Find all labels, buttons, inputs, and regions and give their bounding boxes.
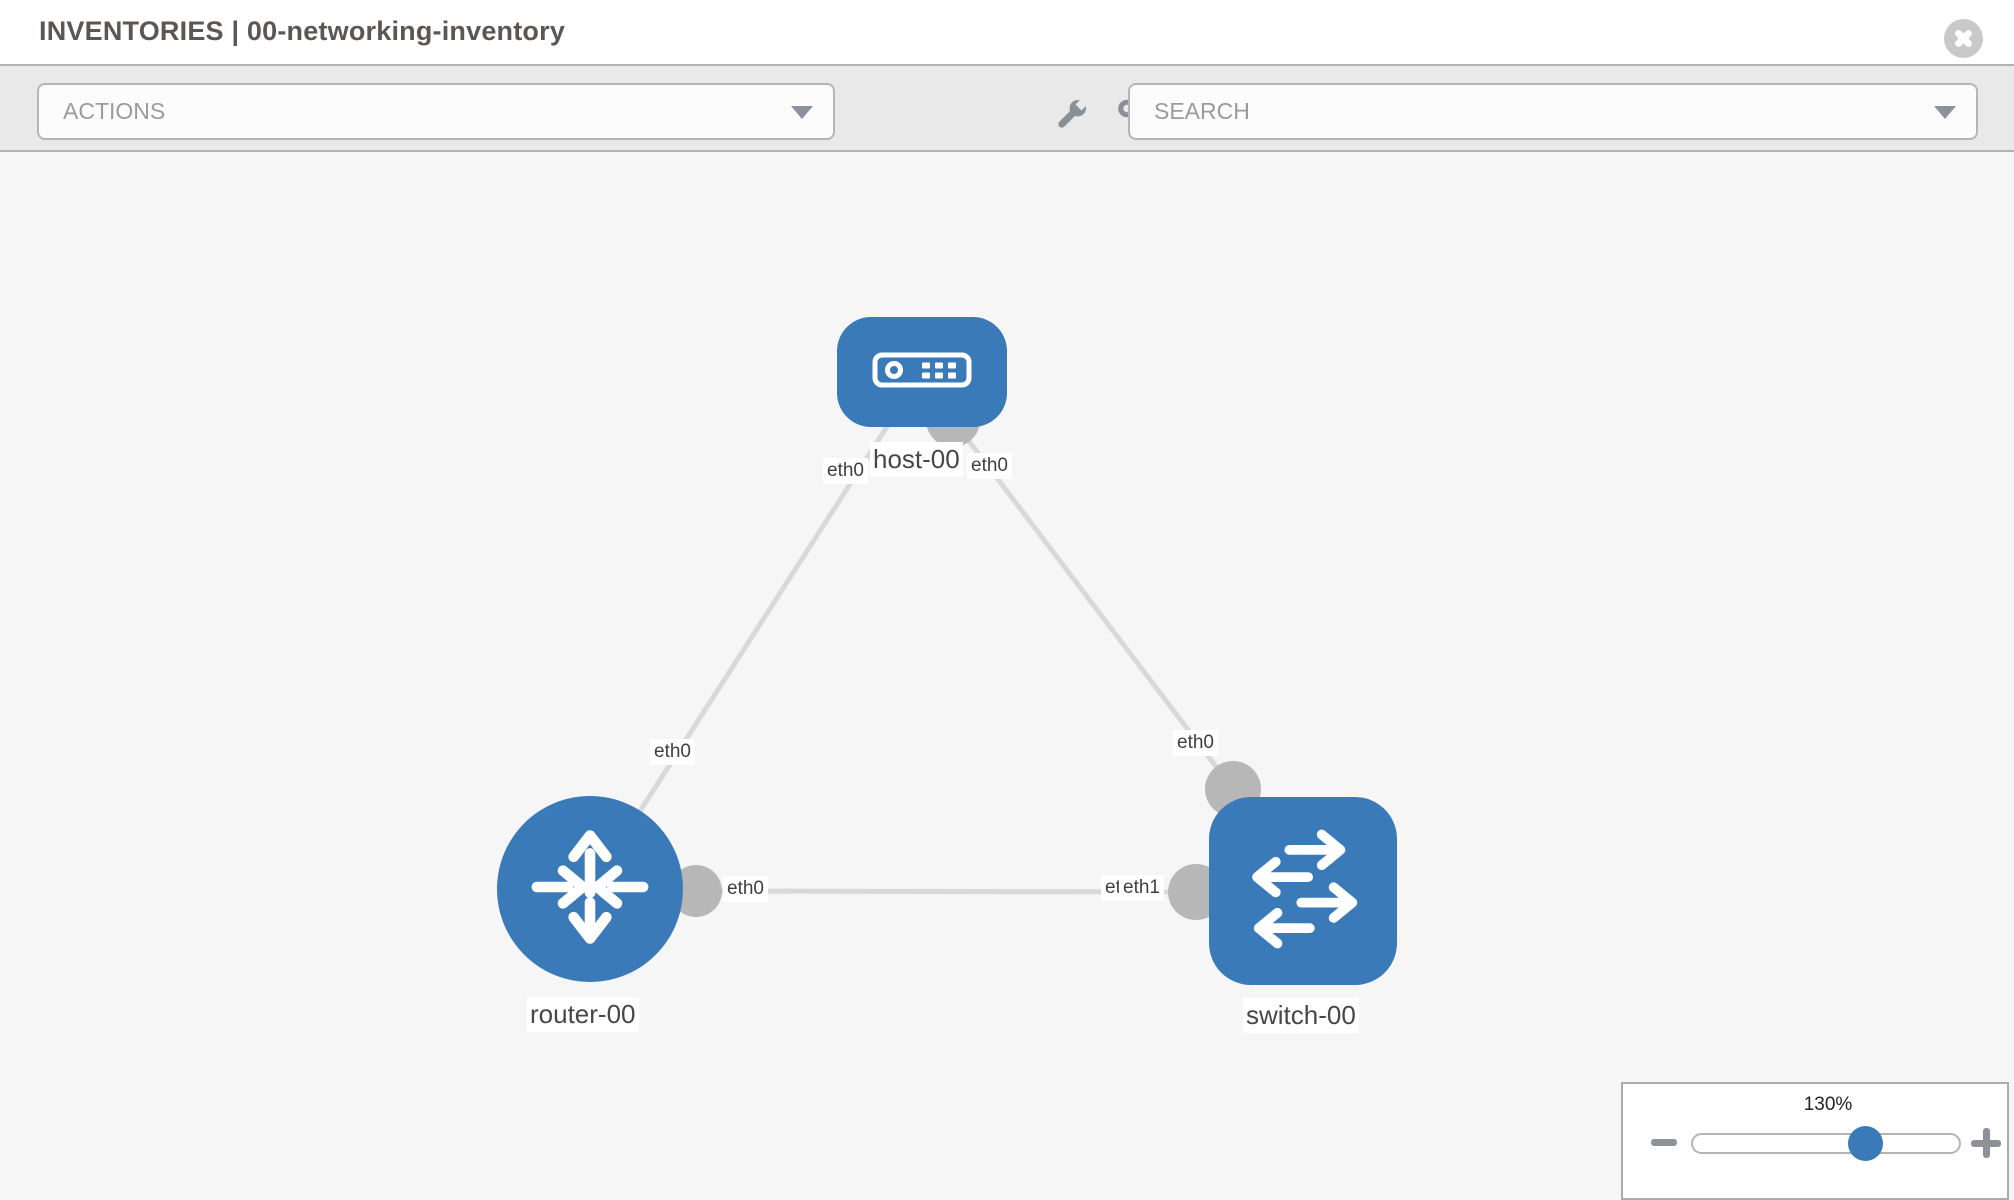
search-dropdown[interactable]: SEARCH bbox=[1128, 83, 1978, 140]
toolbar: ACTIONS SEARCH bbox=[0, 66, 2014, 152]
zoom-level-value: 130% bbox=[1803, 1094, 1853, 1115]
links-layer bbox=[587, 370, 1261, 920]
plus-icon-bar bbox=[1983, 1128, 1990, 1158]
interface-label: eth0 bbox=[823, 458, 868, 484]
interface-label: eth1 bbox=[1119, 875, 1164, 901]
actions-dropdown[interactable]: ACTIONS bbox=[37, 83, 835, 140]
node-switch-00[interactable] bbox=[1209, 797, 1397, 985]
node-label-host: host-00 bbox=[870, 442, 963, 477]
zoom-slider-thumb[interactable] bbox=[1848, 1126, 1883, 1161]
link-host-switch bbox=[951, 418, 1235, 791]
node-label-switch: switch-00 bbox=[1243, 998, 1359, 1033]
interface-label: eth0 bbox=[723, 876, 768, 902]
plus-icon[interactable] bbox=[1971, 1128, 2001, 1158]
minus-icon[interactable] bbox=[1651, 1139, 1677, 1146]
zoom-slider-track[interactable] bbox=[1691, 1133, 1961, 1154]
interface-label: eth0 bbox=[650, 739, 695, 765]
zoom-control-panel: 130% bbox=[1621, 1082, 2009, 1200]
chevron-down-icon bbox=[1934, 106, 1956, 119]
node-label-router: router-00 bbox=[527, 997, 639, 1032]
interface-label: eth0 bbox=[967, 453, 1012, 479]
page-title: INVENTORIES | 00-networking-inventory bbox=[39, 16, 566, 46]
interface-label: eth0 bbox=[1173, 730, 1218, 756]
node-host-00[interactable] bbox=[837, 317, 1007, 427]
wrench-button[interactable] bbox=[1048, 96, 1092, 136]
topology-canvas[interactable]: eth0 eth0 eth0 eth0 eth0 eth0 eth1 host-… bbox=[0, 152, 2014, 1200]
connector-dot bbox=[670, 865, 722, 917]
header-bar: INVENTORIES | 00-networking-inventory bbox=[0, 0, 2014, 66]
wrench-icon bbox=[1048, 97, 1092, 139]
actions-dropdown-label: ACTIONS bbox=[63, 98, 166, 124]
search-dropdown-label: SEARCH bbox=[1154, 98, 1250, 124]
router-arrows-icon bbox=[514, 811, 666, 968]
chevron-down-icon bbox=[791, 106, 813, 119]
node-router-00[interactable] bbox=[497, 796, 683, 982]
close-icon[interactable] bbox=[1944, 19, 1983, 58]
server-icon bbox=[872, 352, 972, 393]
switch-arrows-icon bbox=[1223, 809, 1383, 974]
